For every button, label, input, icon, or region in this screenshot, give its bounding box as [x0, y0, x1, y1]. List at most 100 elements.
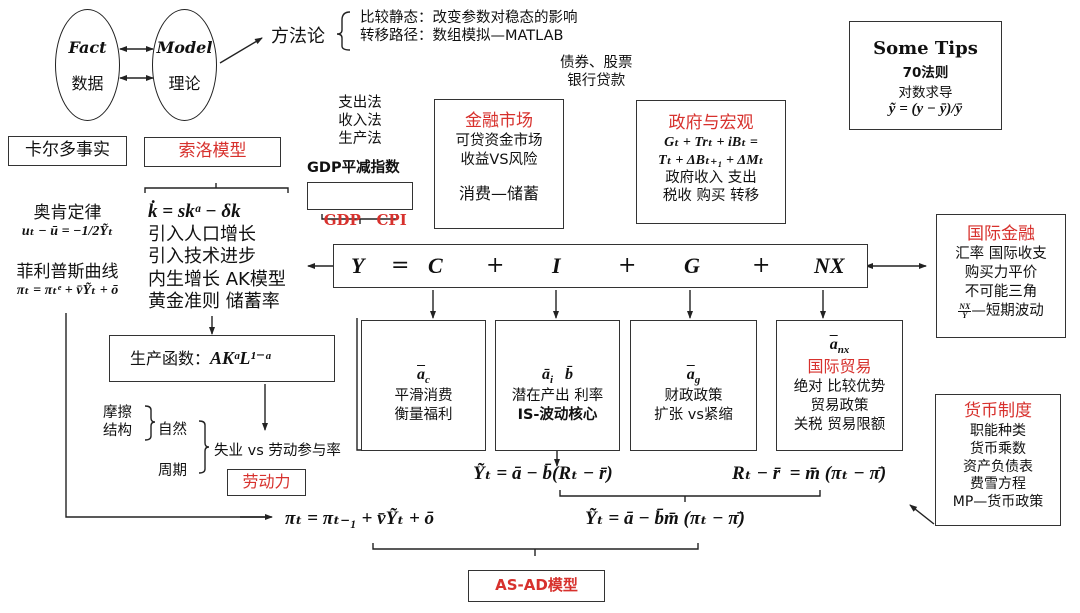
monetary-functions: 职能种类: [970, 422, 1026, 439]
g-subscript: g: [694, 374, 701, 387]
production-label: 生产函数：: [130, 349, 211, 368]
government-eq-1: Gₜ + Trₜ + iBₜ =: [664, 135, 758, 151]
finance-loanable: 可贷资金市场: [455, 133, 543, 150]
asad-model-label: AS-AD模型: [495, 576, 578, 594]
methods-list: 比较静态：改变参数对稳态的影响 转移路径：数组模拟—MATLAB: [360, 9, 578, 45]
investment-box: āi b̄ 潜在产出 利率 IS-波动核心: [495, 320, 620, 451]
finance-risk: 收益VS风险: [460, 151, 538, 168]
government-symbol: ag: [631, 365, 756, 387]
labor-force-label: 劳动力: [242, 472, 291, 491]
gdp-identity-box: Y = C + I + G + NX: [333, 244, 868, 288]
labor-force-box: 劳动力: [227, 469, 306, 496]
investment-symbols: āi b̄: [496, 365, 619, 387]
as-equation: πₜ = πₜ₋₁ + v̄Ỹₜ + ō: [285, 508, 435, 529]
solow-golden-rule: 黄金准则 储蓄率: [148, 291, 280, 313]
labor-cyclical: 周期: [158, 463, 187, 479]
investment-is-core: IS-波动核心: [517, 407, 598, 424]
intl-finance-exchange: 汇率 国际收支: [955, 246, 1047, 263]
solow-model-label: 索洛模型: [178, 141, 247, 161]
kaldor-facts-label: 卡尔多事实: [25, 140, 110, 160]
left-to-as-line: [65, 313, 268, 518]
tariffs-quotas: 关税 贸易限额: [793, 416, 886, 433]
method-comparative-static: 比较静态：改变参数对稳态的影响: [360, 10, 578, 26]
tips-title: Some Tips: [873, 38, 978, 59]
government-spending: 税收 购买 转移: [662, 188, 760, 205]
consumption-box: ac 平滑消费 衡量福利: [361, 320, 486, 451]
consumption-welfare: 衡量福利: [394, 407, 453, 424]
fisher-equation: 费雪方程: [970, 476, 1026, 493]
is-equation: Ỹₜ = ā − b̄(Rₜ − r̄): [473, 463, 613, 484]
fraction-numerator: NX: [958, 301, 972, 312]
phillips-section: 菲利普斯曲线 πₜ = πₜᵉ + v̄Ỹₜ + ō: [0, 257, 135, 299]
is-mp-bracket: [559, 490, 821, 502]
bonds-text: 债券、股票 银行贷款: [560, 54, 633, 90]
expansion-vs-contraction: 扩张 vs紧缩: [654, 407, 733, 424]
a-nx-bar: a: [829, 336, 838, 353]
a-bar: a: [417, 366, 426, 383]
finance-consumption-saving: 消费—储蓄: [458, 183, 539, 203]
gdp-bracket: [321, 214, 398, 224]
production-function-box: 生产函数：AKᵅL¹⁻ᵅ: [109, 335, 335, 382]
mp-policy: MP—货币政策: [952, 494, 1044, 511]
fact-zh-label: 数据: [71, 74, 104, 93]
tips-box: Some Tips 70法则 对数求导 ỹ = (y − ȳ)/ȳ: [849, 21, 1002, 130]
finance-spacer: [435, 170, 563, 184]
fact-label: Fact: [68, 38, 107, 57]
model-methodology-arrow: [219, 37, 263, 64]
mp-equation: Rₜ − r̄ = m̄ (πₜ − π̄): [732, 463, 887, 484]
bonds-line-2: 银行贷款: [567, 73, 626, 90]
government-spending-box: ag 财政政策 扩张 vs紧缩: [630, 320, 757, 451]
gdp-cpi-box: GDP CPI: [307, 182, 413, 229]
model-zh-label: 理论: [168, 74, 201, 93]
intl-finance-ratio: NX Y —短期波动: [937, 302, 1065, 321]
okun-title: 奥肯定律: [33, 203, 102, 223]
identity-i: I: [552, 253, 561, 278]
solow-bracket: [144, 183, 289, 193]
money-multiplier: 货币乘数: [970, 440, 1026, 457]
finance-title: 金融市场: [465, 111, 533, 131]
intl-trade-title: 国际贸易: [807, 357, 872, 377]
i-subscript: i: [549, 374, 554, 387]
identity-terms: Y = C + I + G + NX: [334, 253, 867, 283]
investment-potential: 潜在产出 利率: [511, 388, 604, 405]
gdp-income: 收入法: [338, 113, 382, 130]
intl-finance-box: 国际金融 汇率 国际收支 购买力平价 不可能三角 NX Y —短期波动: [936, 214, 1066, 338]
tips-rule-70: 70法则: [902, 65, 949, 81]
identity-eq: =: [391, 253, 410, 278]
identity-plus-1: +: [486, 253, 505, 278]
methodology-brace: [336, 11, 351, 51]
fraction-denominator: Y: [962, 310, 968, 320]
short-term-fluctuation: —短期波动: [971, 302, 1044, 319]
solow-population: 引入人口增长: [148, 223, 256, 245]
production-equation: AKᵅL¹⁻ᵅ: [210, 348, 271, 368]
fact-oval: Fact 数据: [55, 9, 120, 121]
b-bar: b̄: [565, 366, 574, 383]
ad-equation: Ỹₜ = ā − b̄m̄ (πₜ − π̄): [585, 508, 745, 529]
identity-y: Y: [351, 253, 365, 278]
methodology-label: 方法论: [271, 26, 325, 47]
labor-brace-mid: [198, 420, 210, 474]
consumption-symbol: ac: [362, 365, 485, 387]
trade-policy: 贸易政策: [810, 398, 869, 415]
gdp-expenditure: 支出法: [338, 95, 382, 111]
a-g-bar: a: [686, 366, 695, 383]
tips-log-derivative: 对数求导: [898, 85, 953, 101]
gdp-production: 生产法: [338, 131, 382, 148]
labor-frictional: 摩擦: [103, 405, 132, 421]
identity-plus-2: +: [618, 253, 637, 278]
phillips-title: 菲利普斯曲线: [16, 262, 119, 282]
government-revenue: 政府收入 支出: [665, 170, 757, 187]
solow-ak: 内生增长 AK模型: [148, 268, 286, 290]
kaldor-facts-box: 卡尔多事实: [8, 136, 127, 166]
nx-subscript: nx: [837, 344, 850, 357]
gdp-cpi-label: GDP CPI: [323, 211, 407, 229]
okun-equation: uₜ − ū = −1/2Ỹₜ: [21, 224, 114, 239]
intl-finance-title: 国际金融: [967, 224, 1035, 244]
asad-model-box: AS-AD模型: [468, 570, 605, 602]
unemployment-vs-participation: 失业 vs 劳动参与率: [214, 443, 341, 459]
gdp-deflator: GDP平减指数: [307, 160, 400, 176]
labor-natural: 自然: [158, 422, 187, 438]
government-title: 政府与宏观: [668, 113, 754, 133]
model-oval: Model 理论: [152, 9, 217, 121]
